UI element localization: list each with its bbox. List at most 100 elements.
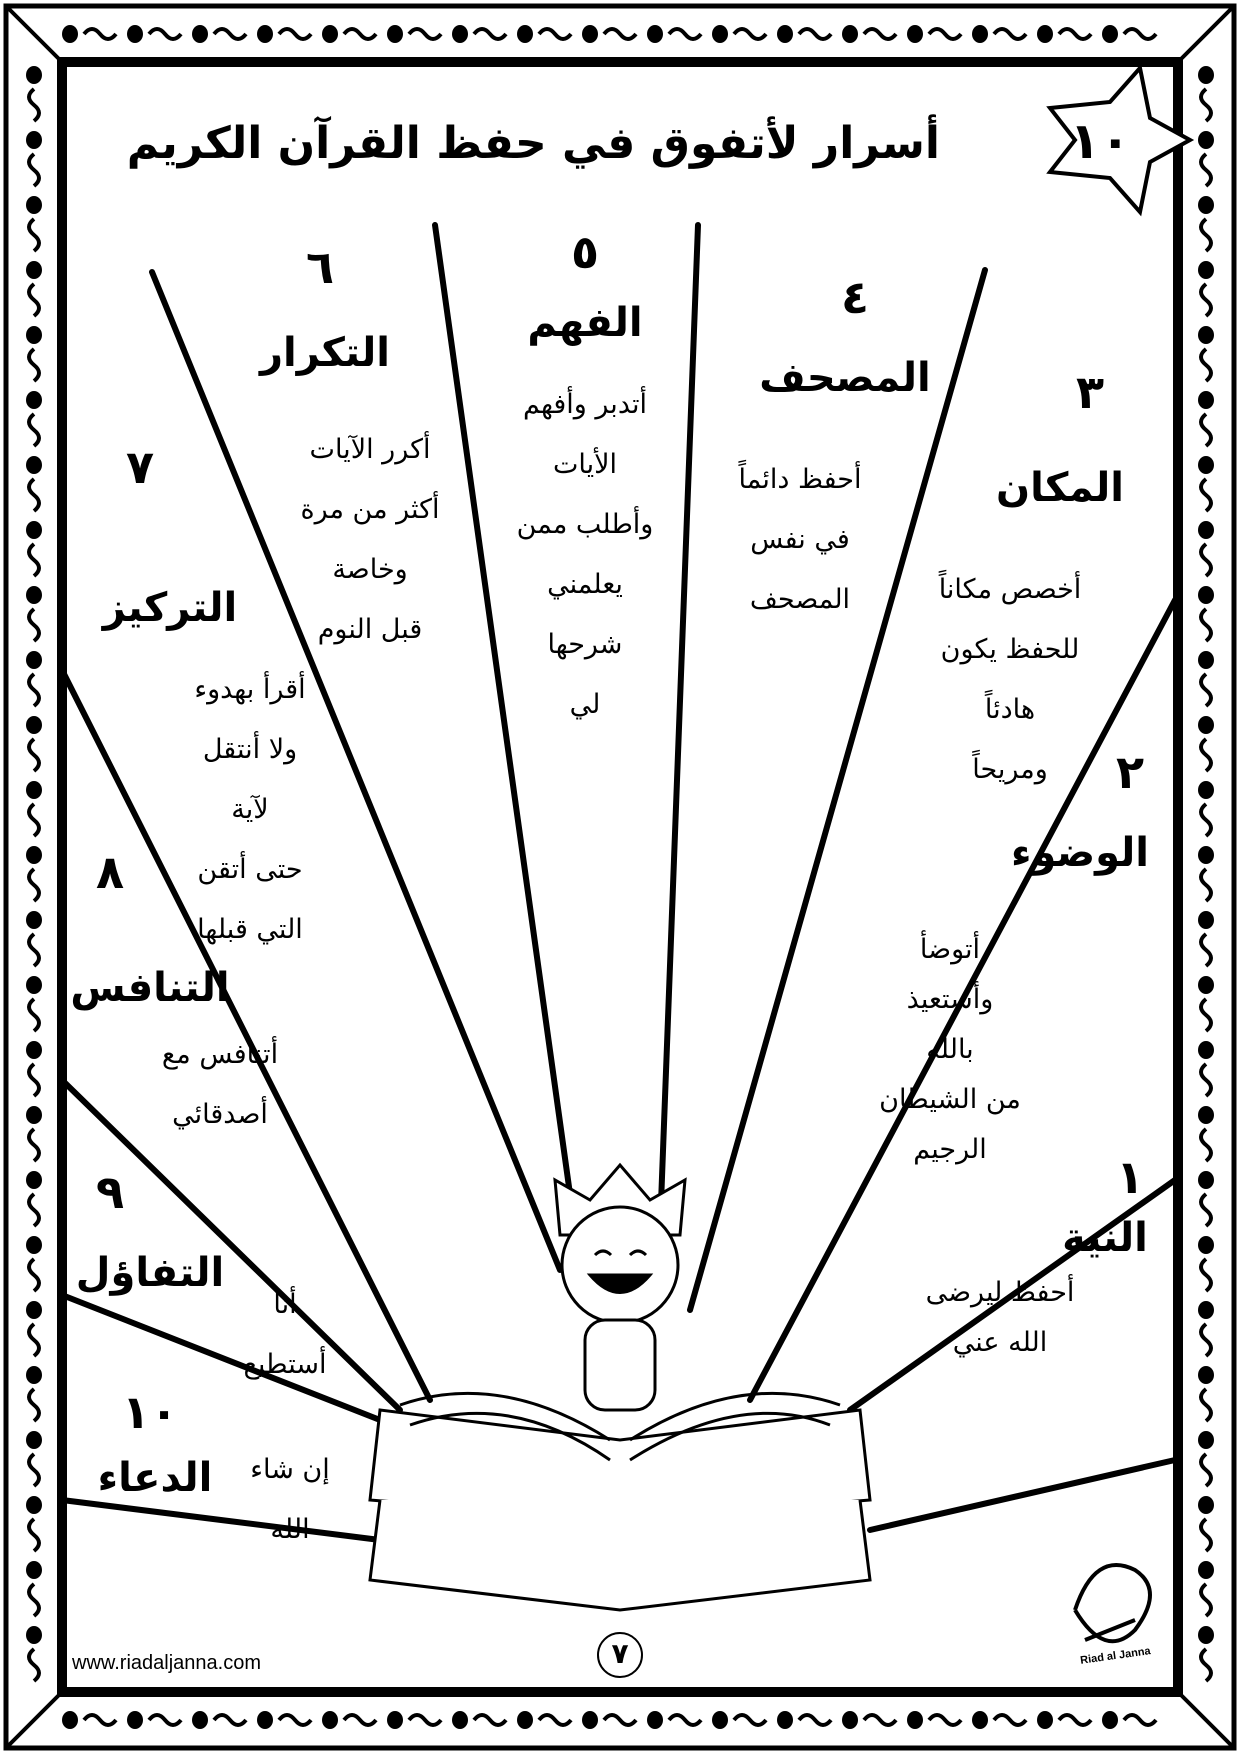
border-squiggle	[342, 1713, 378, 1727]
ray-line	[867, 1457, 1178, 1533]
border-dot	[26, 456, 42, 474]
ray-line	[687, 267, 988, 1313]
ray-line	[59, 1077, 403, 1413]
tip-number: ٨	[95, 845, 125, 899]
border-dot	[777, 1711, 793, 1729]
ray-line	[149, 269, 563, 1273]
ray-line	[59, 1497, 383, 1543]
border-dot	[26, 1431, 42, 1449]
border-dot	[1198, 651, 1214, 669]
border-dot	[26, 326, 42, 344]
border-squiggle	[27, 867, 41, 903]
border-squiggle	[1199, 87, 1213, 123]
star-icon	[1046, 63, 1195, 217]
tip-heading: التفاؤل	[75, 1250, 225, 1296]
border-dot	[842, 25, 858, 43]
border-squiggle	[732, 1713, 768, 1727]
tip-heading: التنافس	[70, 965, 230, 1011]
border-dot	[1198, 521, 1214, 539]
border-dot	[1198, 1366, 1214, 1384]
border-dot	[517, 25, 533, 43]
border-dot	[26, 1496, 42, 1514]
website-url[interactable]: www.riadaljanna.com	[72, 1652, 261, 1674]
border-squiggle	[1199, 1257, 1213, 1293]
tip-text-line: الله	[270, 1514, 310, 1545]
border-squiggle	[472, 1713, 508, 1727]
tip-number: ٣	[1075, 365, 1105, 419]
border-dot	[1198, 456, 1214, 474]
border-squiggle	[1122, 27, 1158, 41]
tip-text-line: في نفس	[750, 524, 850, 555]
tip-text-line: أكرر الآيات	[309, 434, 431, 465]
border-squiggle	[1199, 1452, 1213, 1488]
tip-heading: المصحف	[759, 355, 931, 401]
border-squiggle	[602, 27, 638, 41]
ray-line	[59, 667, 433, 1403]
border-squiggle	[342, 27, 378, 41]
border-squiggle	[1057, 1713, 1093, 1727]
border-dot	[26, 716, 42, 734]
border-dot	[712, 25, 728, 43]
decorative-frame	[3, 3, 1237, 1751]
border-squiggle	[27, 412, 41, 448]
border-squiggle	[1199, 1582, 1213, 1618]
border-squiggle	[27, 737, 41, 773]
border-dot	[26, 1236, 42, 1254]
border-dot	[452, 1711, 468, 1729]
tip-text-line: هادئاً	[984, 694, 1036, 725]
border-squiggle	[1122, 1713, 1158, 1727]
border-dot	[26, 846, 42, 864]
tip-heading: المكان	[996, 465, 1124, 511]
border-dot	[26, 1106, 42, 1124]
tip-text-line: قبل النوم	[317, 614, 423, 645]
border-dot	[192, 25, 208, 43]
tip-text-line: من الشيطان	[879, 1084, 1021, 1115]
border-dot	[127, 25, 143, 43]
tip-text-line: لي	[569, 689, 601, 720]
border-squiggle	[1199, 672, 1213, 708]
border-dot	[1102, 25, 1118, 43]
border-squiggle	[27, 997, 41, 1033]
border-squiggle	[27, 477, 41, 513]
border-dot	[777, 25, 793, 43]
border-dot	[1198, 781, 1214, 799]
tip-text-line: الأيات	[552, 449, 618, 480]
tip-text-line: أتدبر وأفهم	[522, 389, 648, 420]
border-squiggle	[732, 27, 768, 41]
border-squiggle	[27, 1452, 41, 1488]
border-dot	[712, 1711, 728, 1729]
tip-text-line: أستطيع	[243, 1349, 327, 1380]
border-squiggle	[27, 1127, 41, 1163]
border-squiggle	[797, 27, 833, 41]
border-dot	[972, 1711, 988, 1729]
border-squiggle	[1199, 607, 1213, 643]
tip-heading: الوضوء	[1011, 830, 1149, 876]
border-dot	[1198, 1561, 1214, 1579]
logo	[1073, 1563, 1152, 1644]
border-dot	[582, 25, 598, 43]
border-squiggle	[27, 1387, 41, 1423]
border-squiggle	[602, 1713, 638, 1727]
border-dot	[582, 1711, 598, 1729]
border-squiggle	[472, 27, 508, 41]
tip-number: ٧	[125, 440, 155, 494]
border-dot	[1198, 1041, 1214, 1059]
tip-text-line: أكثر من مرة	[300, 494, 440, 525]
tip-number: ٢	[1115, 745, 1145, 799]
tip-text-line: المصحف	[749, 584, 851, 615]
boy-with-book-illustration	[368, 1162, 872, 1612]
border-dot	[26, 1301, 42, 1319]
tip-heading: التكرار	[260, 330, 390, 376]
border-dot	[972, 25, 988, 43]
border-dot	[26, 1626, 42, 1644]
border-dot	[322, 1711, 338, 1729]
tip-text-line: الله عني	[952, 1327, 1048, 1358]
border-squiggle	[212, 1713, 248, 1727]
border-squiggle	[1199, 282, 1213, 318]
border-squiggle	[27, 87, 41, 123]
border-dot	[257, 1711, 273, 1729]
tip-number: ٦	[305, 240, 335, 294]
